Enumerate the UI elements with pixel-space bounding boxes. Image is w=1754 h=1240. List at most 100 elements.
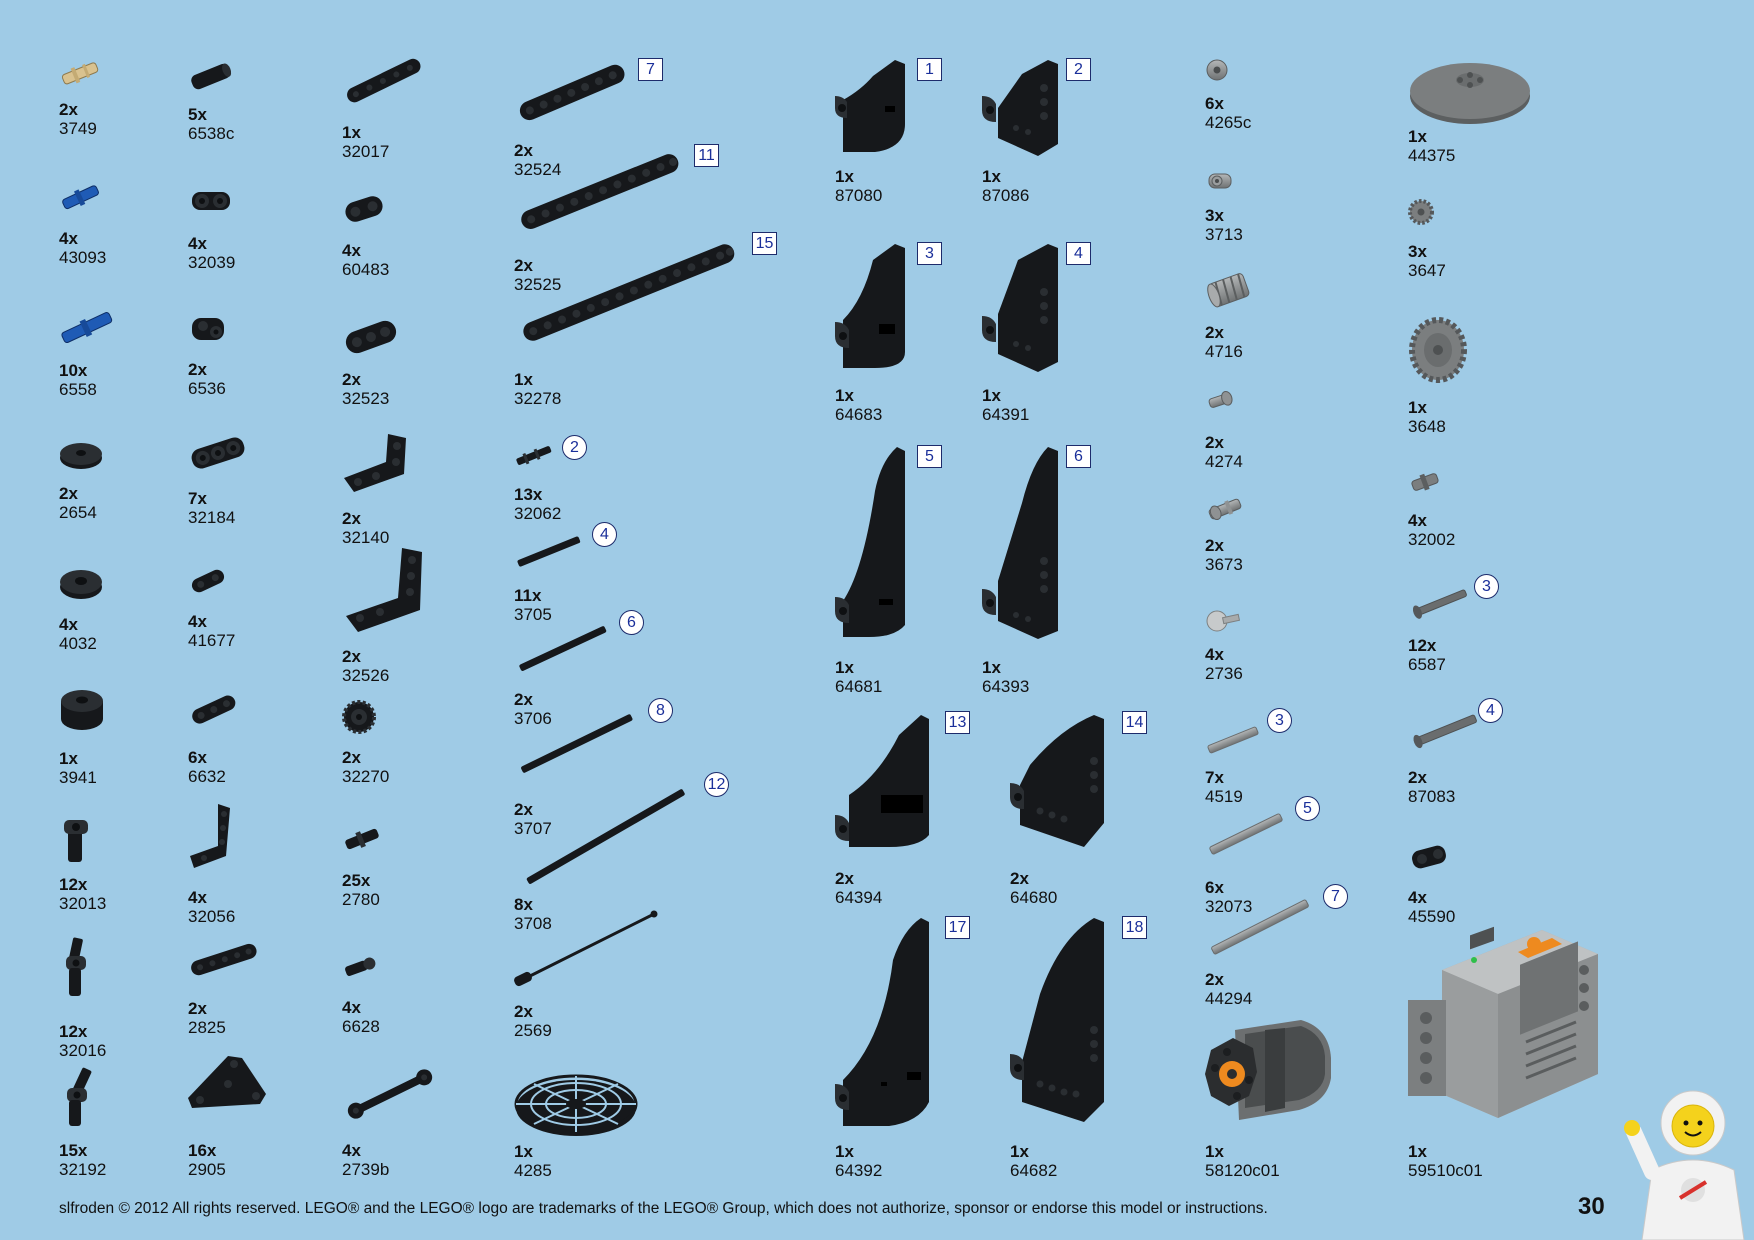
part-item: 6 2x 3706: [514, 608, 684, 728]
part-item: 4x 60483: [342, 192, 452, 282]
bush-icon: [1206, 59, 1228, 81]
pin-icon: [1208, 498, 1242, 521]
triangle-beam-icon: [188, 1056, 266, 1108]
thin-beam-icon: [191, 943, 257, 976]
length-badge: 4: [592, 522, 617, 547]
length-badge: 7: [1323, 884, 1348, 909]
part-item: 3 1x 64683: [835, 240, 965, 425]
part-item: 25x 2780: [342, 826, 452, 911]
part-item: 7x 32184: [188, 433, 288, 527]
worm-gear-icon: [1207, 273, 1250, 308]
angle-connector-icon: [66, 937, 86, 996]
part-item: 4x 6628: [342, 953, 452, 1038]
part-item: 2x 2825: [188, 940, 288, 1040]
length-badge: 5: [917, 445, 942, 468]
panel-icon: [982, 244, 1058, 372]
length-badge: 8: [648, 698, 673, 723]
angle-connector-icon: [64, 820, 88, 862]
length-badge: 13: [945, 711, 970, 734]
part-item: 5x 6538c: [188, 60, 288, 145]
pin-icon: [1208, 390, 1233, 408]
panel-icon: [1010, 715, 1104, 847]
part-item: 4x 32039: [188, 184, 288, 272]
part-item: 4x 41677: [188, 566, 288, 651]
part-item: 2 1x 87086: [982, 56, 1112, 211]
part-item: 16x 2905: [188, 1054, 288, 1184]
part-item: 15x 32192: [59, 1066, 149, 1181]
length-badge: 3: [917, 242, 942, 265]
part-item: 2x 3749: [59, 55, 149, 140]
part-item: 1x 4285: [514, 1070, 654, 1185]
part-item: 4x 4032: [59, 567, 149, 653]
bush-icon: [1208, 173, 1232, 189]
axle-icon: [521, 714, 633, 773]
round-plate-icon: [60, 443, 102, 469]
part-item: 4x 32056: [188, 800, 288, 926]
cross-block-icon: [192, 318, 224, 340]
part-item: 11 2x 32525: [514, 142, 744, 302]
part-item: 17 1x 64392: [835, 912, 985, 1182]
part-item: 2x 6536: [188, 312, 288, 398]
length-badge: 4: [1066, 242, 1091, 265]
part-item: 1x 32017: [342, 56, 452, 166]
part-item: 7 2x 44294: [1205, 882, 1395, 1012]
part-item: 4x 45590: [1408, 840, 1518, 930]
part-item: 4x 32002: [1408, 468, 1518, 558]
liftarm-icon: [521, 154, 679, 229]
part-item: 3x 3647: [1408, 198, 1518, 288]
gear-icon: [1408, 199, 1434, 225]
part-item: 13 2x 64394: [835, 709, 985, 909]
thin-beam-icon: [192, 695, 236, 724]
part-item: 1x 59510c01: [1408, 926, 1608, 1182]
panel-icon: [1010, 918, 1104, 1122]
copyright-footer: slfroden © 2012 All rights reserved. LEG…: [59, 1200, 1268, 1217]
beam-3-icon: [345, 320, 397, 354]
panel-icon: [835, 60, 905, 152]
length-badge: 2: [562, 435, 587, 460]
radar-dish-icon: [514, 1074, 638, 1136]
panel-icon: [982, 60, 1058, 156]
part-item: 3x 3713: [1205, 168, 1315, 248]
part-item: 2x 2654: [59, 440, 149, 525]
part-item: 3 12x 6587: [1408, 572, 1558, 677]
antenna-icon: [514, 910, 658, 987]
grey-axle-icon: [1209, 813, 1283, 855]
part-item: 4 2x 87083: [1408, 696, 1558, 811]
length-badge: 11: [694, 144, 719, 167]
part-item: 14 2x 64680: [1010, 709, 1160, 909]
length-badge: 7: [638, 58, 663, 81]
connector-icon: [1412, 845, 1446, 869]
part-item: 4x 43093: [59, 180, 149, 267]
length-badge: 4: [1478, 698, 1503, 723]
stud-axle-icon: [1413, 714, 1477, 749]
part-item: 5 1x 64681: [835, 443, 965, 698]
grey-axle-icon: [1207, 726, 1259, 754]
spaceman-minifig-icon: [1624, 1090, 1745, 1240]
grey-axle-icon: [1211, 899, 1309, 955]
part-item: 4 1x 64391: [982, 240, 1112, 425]
part-item: 2x 32140: [342, 432, 452, 552]
thin-beam-icon: [347, 58, 421, 103]
part-item: 1x 3648: [1408, 314, 1518, 436]
page-number: 30: [1578, 1193, 1605, 1220]
part-item: 1x 44375: [1408, 58, 1548, 168]
part-item: 15 1x 32278: [514, 228, 784, 413]
part-item: 6 1x 64393: [982, 443, 1112, 698]
stud-axle-icon: [1412, 589, 1467, 619]
length-badge: 2: [1066, 58, 1091, 81]
length-badge: 15: [752, 232, 777, 255]
length-badge: 5: [1295, 796, 1320, 821]
part-item: 12x 32016: [59, 936, 149, 1060]
motor-icon: [1205, 1020, 1331, 1120]
thin-l-beam-icon: [190, 804, 230, 868]
axle-icon: [519, 626, 607, 671]
part-item: 4x 2736: [1205, 606, 1315, 691]
part-item: 2x 32270: [342, 700, 452, 786]
thin-beam-icon: [191, 569, 225, 593]
part-item: 6x 4265c: [1205, 58, 1315, 138]
part-item: 2 13x 32062: [514, 433, 634, 523]
length-badge: 1: [917, 58, 942, 81]
axle-pin-blue-icon: [62, 185, 99, 210]
cross-block-icon: [191, 437, 245, 469]
